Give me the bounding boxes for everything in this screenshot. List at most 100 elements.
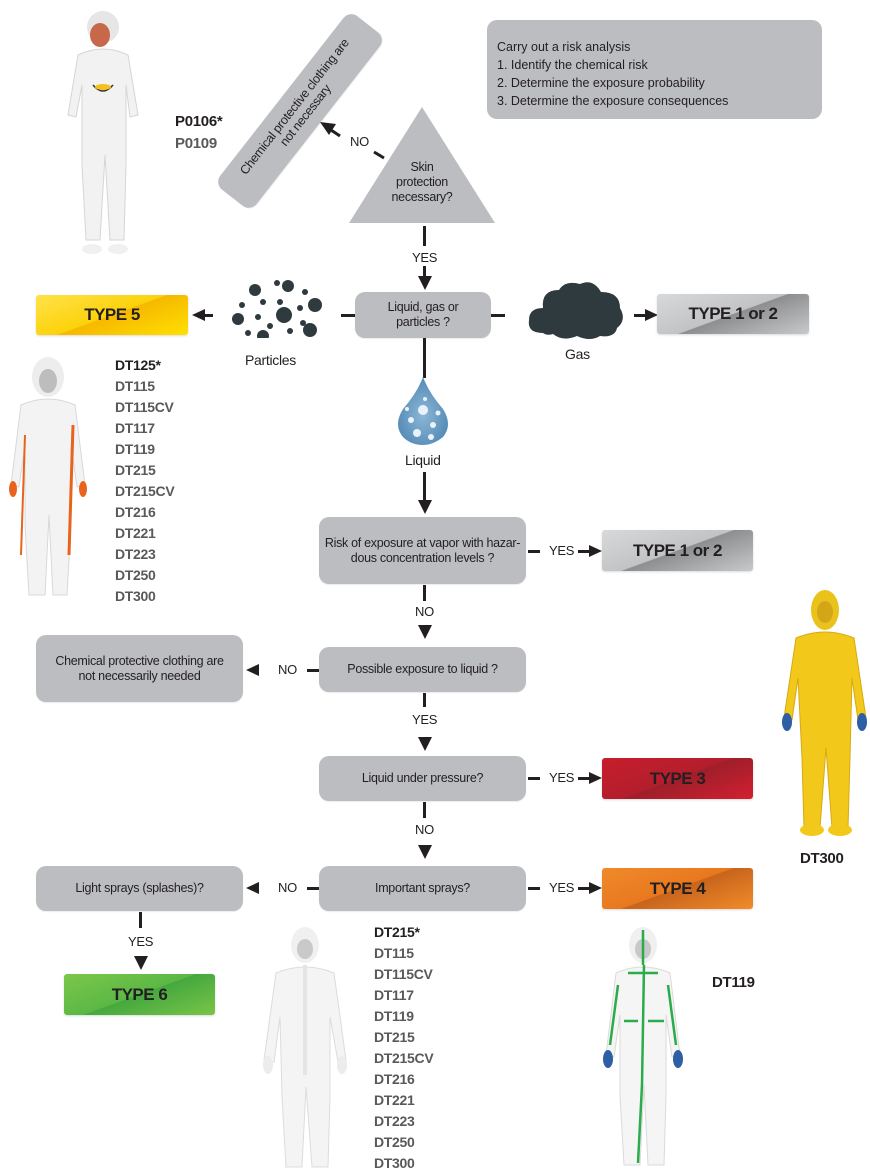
coverall-image-type4 (603, 927, 683, 1166)
type-3-badge: TYPE 3 (602, 758, 753, 799)
connector-line (423, 226, 426, 246)
liquid-label: Liquid (405, 452, 441, 468)
risk-analysis-title: Carry out a risk analysis (497, 40, 631, 54)
arrow-down (418, 500, 432, 514)
vapor-question-line: dous concentration levels ? (350, 550, 495, 565)
yes-label: YES (412, 712, 438, 727)
product-code: DT115CV (374, 966, 433, 982)
type-4-badge: TYPE 4 (602, 868, 753, 909)
product-code: DT223 (115, 546, 156, 562)
yes-label: YES (549, 880, 575, 895)
product-code: DT215 (115, 462, 156, 478)
gas-label: Gas (565, 346, 590, 362)
connector-line (528, 887, 540, 890)
yes-label: YES (128, 934, 154, 949)
product-code: DT223 (374, 1113, 415, 1129)
arrow-right (645, 309, 658, 321)
skin-protection-decision (349, 107, 495, 223)
connector-line (307, 887, 319, 890)
vapor-decision-box: Risk of exposure at vapor with hazar- do… (319, 517, 526, 584)
product-code: DT221 (115, 525, 156, 541)
connector-line (423, 266, 426, 276)
product-code: DT216 (115, 504, 156, 520)
product-code: DT117 (374, 987, 414, 1003)
coverall-image-p0106 (67, 11, 139, 254)
arrow-left (246, 882, 259, 894)
connector-line (528, 777, 540, 780)
pressure-question: Liquid under pressure? (361, 771, 484, 785)
connector-line (528, 550, 540, 553)
product-code: DT221 (374, 1092, 415, 1108)
product-code: DT300 (374, 1155, 415, 1171)
product-code: DT115 (374, 945, 414, 961)
arrow-down (418, 276, 432, 290)
particles-label: Particles (245, 352, 296, 368)
product-code: DT115CV (115, 399, 174, 415)
arrow-down (418, 625, 432, 639)
pressure-decision-box: Liquid under pressure? (319, 756, 526, 801)
arrow-right (589, 545, 602, 557)
sprays-question: Important sprays? (375, 881, 470, 895)
arrow-right (589, 882, 602, 894)
no-label: NO (350, 134, 369, 149)
risk-analysis-note: Carry out a risk analysis 1. Identify th… (487, 20, 822, 119)
no-arrow-connector (320, 122, 385, 160)
connector-line (139, 912, 142, 928)
product-code: DT119 (115, 441, 155, 457)
product-code: P0106* (175, 113, 223, 130)
type-6-products: DT215* DT115 DT115CV DT117 DT119 DT215 D… (374, 922, 434, 1174)
product-code: DT250 (374, 1134, 415, 1150)
no-label: NO (278, 662, 297, 677)
connector-line (423, 693, 426, 707)
product-code: DT216 (374, 1071, 415, 1087)
product-code: DT215CV (374, 1050, 434, 1066)
risk-analysis-step: 3. Determine the exposure consequences (497, 94, 729, 108)
connector-line (203, 314, 213, 317)
risk-analysis-step: 2. Determine the exposure probability (497, 76, 705, 90)
no-label: NO (278, 880, 297, 895)
product-code: DT215 (374, 1029, 415, 1045)
arrow-right (589, 772, 602, 784)
arrow-left (246, 664, 259, 676)
type-5-products: DT125* DT115 DT115CV DT117 DT119 DT215 D… (115, 355, 175, 607)
coverall-image-type6 (263, 927, 347, 1168)
connector-line (341, 314, 355, 317)
coverall-image-type3 (782, 590, 867, 836)
yes-label: YES (549, 543, 575, 558)
no-label: NO (415, 822, 434, 837)
product-code: DT125* (115, 357, 161, 373)
no-protection-products: P0106* P0109 (175, 111, 223, 155)
product-code: P0109 (175, 135, 217, 152)
form-decision-box: Liquid, gas or particles ? (355, 292, 491, 338)
connector-line (578, 887, 590, 890)
liquid-exposure-question: Possible exposure to liquid ? (347, 662, 498, 676)
type-3-product: DT300 (800, 850, 844, 867)
light-sprays-decision-box: Light sprays (splashes)? (36, 866, 243, 911)
vapor-question-line: Risk of exposure at vapor with hazar- (324, 535, 521, 550)
connector-line (491, 314, 505, 317)
arrow-down (418, 737, 432, 751)
particles-icon (232, 280, 322, 338)
type-1-or-2-gas-badge: TYPE 1 or 2 (657, 294, 809, 334)
connector-line (578, 777, 590, 780)
light-sprays-question: Light sprays (splashes)? (75, 881, 204, 895)
risk-analysis-step: 1. Identify the chemical risk (497, 58, 648, 72)
connector-line (307, 669, 319, 672)
product-code: DT215CV (115, 483, 175, 499)
arrow-down (418, 845, 432, 859)
product-code: DT119 (374, 1008, 414, 1024)
connector-line (423, 472, 426, 502)
liquid-exposure-decision-box: Possible exposure to liquid ? (319, 647, 526, 692)
coverall-image-type5 (9, 357, 87, 596)
arrow-left (192, 309, 205, 321)
type-4-product: DT119 (712, 974, 755, 991)
cloud-icon (528, 282, 623, 339)
connector-line (423, 338, 426, 378)
no-liquid-outcome-box: Chemical protective clothing are not nec… (36, 635, 243, 702)
type-1-or-2-vapor-badge: TYPE 1 or 2 (602, 530, 753, 571)
sprays-decision-box: Important sprays? (319, 866, 526, 911)
connector-line (423, 802, 426, 818)
skin-protection-question: Skin protection necessary? (391, 160, 453, 204)
product-code: DT300 (115, 588, 156, 604)
yes-label: YES (412, 250, 438, 265)
